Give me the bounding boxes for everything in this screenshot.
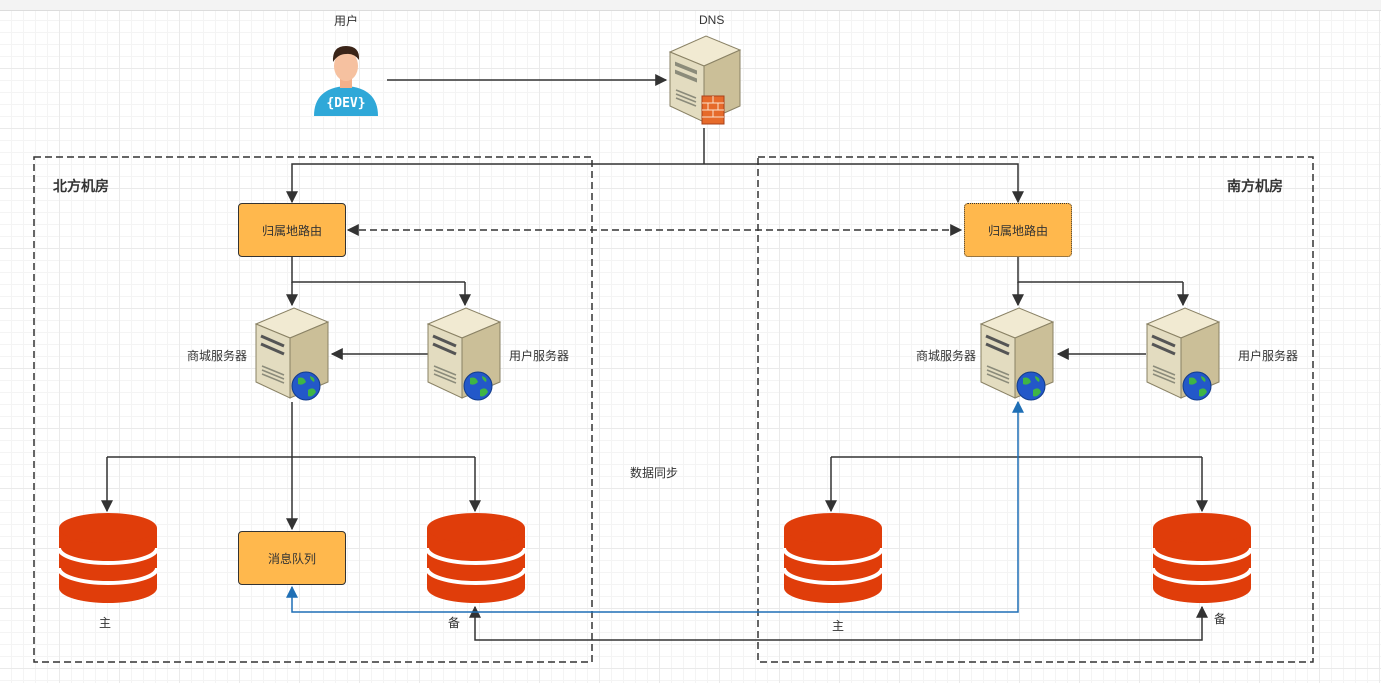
database-cylinder-icon <box>1151 513 1253 603</box>
south-user-server-node <box>1143 306 1223 402</box>
web-server-globe-icon <box>979 307 1055 401</box>
top-toolbar-strip <box>0 0 1381 11</box>
north-user-server-label: 用户服务器 <box>509 349 570 363</box>
north-user-server-node <box>424 306 504 402</box>
edge-north-router-servers <box>291 257 465 283</box>
edge-data-sync <box>469 605 1208 641</box>
north-room-boundary <box>33 156 593 663</box>
edge-blue-mq-south-mall <box>286 400 1024 613</box>
user-node: {DEV} <box>310 40 382 118</box>
web-server-globe-icon <box>426 307 502 401</box>
database-cylinder-icon <box>425 513 527 603</box>
dns-server-firewall-icon <box>668 35 742 125</box>
north-mall-server-node <box>252 306 332 402</box>
dns-label: DNS <box>699 13 725 27</box>
south-mall-server-node <box>977 306 1057 402</box>
database-cylinder-icon <box>782 513 884 603</box>
dns-node <box>666 34 744 128</box>
south-room-boundary <box>757 156 1314 663</box>
data-sync-label: 数据同步 <box>630 466 679 480</box>
avatar-badge-text: {DEV} <box>326 96 365 111</box>
web-server-globe-icon <box>254 307 330 401</box>
web-server-globe-icon <box>1145 307 1221 401</box>
north-mq-box: 消息队列 <box>238 531 346 585</box>
north-mall-server-label: 商城服务器 <box>187 349 248 363</box>
edge-dns-north-router <box>286 163 704 204</box>
south-slave-db-label: 备 <box>1214 612 1227 626</box>
north-master-db-node <box>57 512 159 604</box>
south-master-db-label: 主 <box>832 619 845 633</box>
south-mall-server-label: 商城服务器 <box>916 349 977 363</box>
edge-dns-south-router <box>704 163 1024 204</box>
user-label: 用户 <box>334 14 359 28</box>
south-room-title: 南方机房 <box>1227 178 1283 194</box>
edge-south-router-servers <box>1017 257 1183 283</box>
south-user-server-label: 用户服务器 <box>1238 349 1299 363</box>
south-master-db-node <box>782 512 884 604</box>
database-cylinder-icon <box>57 513 159 603</box>
developer-avatar-icon: {DEV} <box>314 46 378 116</box>
south-slave-db-node <box>1151 512 1253 604</box>
north-slave-db-node <box>425 512 527 604</box>
south-router-box: 归属地路由 <box>964 203 1072 257</box>
north-room-title: 北方机房 <box>53 178 109 194</box>
north-slave-db-label: 备 <box>448 616 461 630</box>
north-router-box: 归属地路由 <box>238 203 346 257</box>
north-master-db-label: 主 <box>99 616 112 630</box>
